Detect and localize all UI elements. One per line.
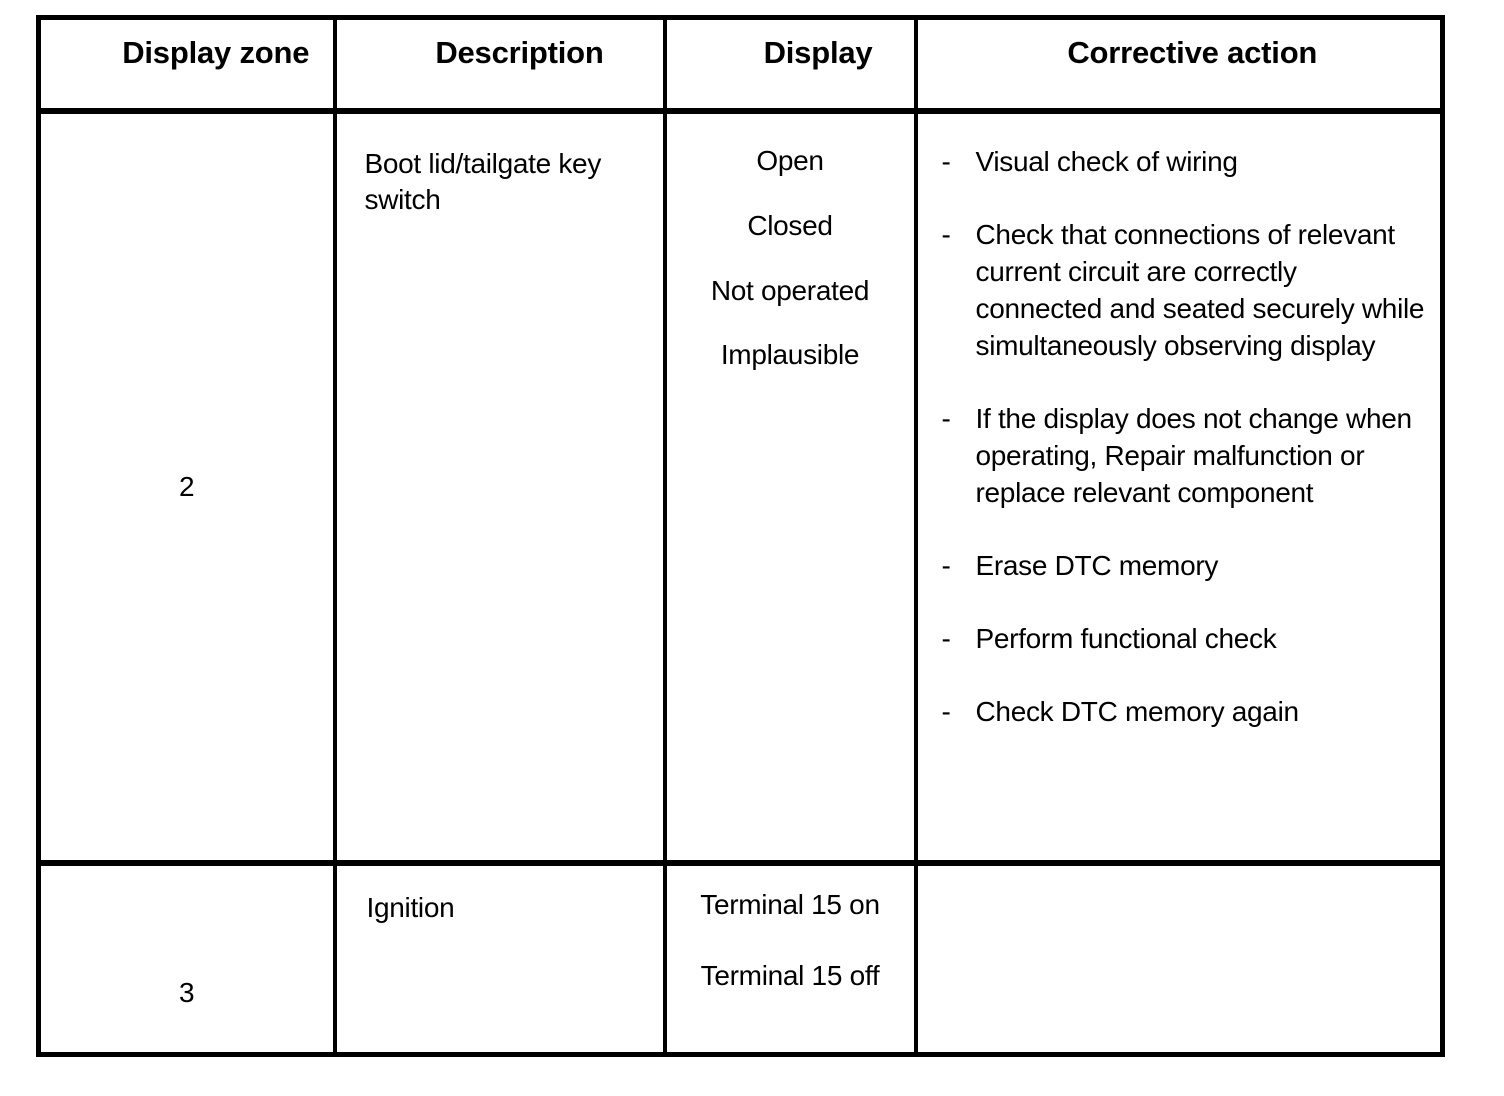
- bullet-dash-icon: -: [941, 146, 951, 177]
- display-value-item: Implausible: [720, 339, 860, 371]
- cell-corrective-action: [913, 863, 1445, 1055]
- corrective-action-item: - If the display does not change when op…: [942, 401, 1427, 512]
- display-value-list: Terminal 15 on Terminal 15 off: [667, 866, 914, 992]
- display-value-item: Terminal 15 off: [700, 959, 880, 991]
- column-header-description: Description: [332, 17, 667, 114]
- corrective-action-list: - Visual check of wiring - Check that co…: [918, 114, 1441, 730]
- corrective-action-list-empty: [918, 866, 1441, 906]
- spec-table-container: Display zone Description Display Correct…: [36, 15, 1445, 1057]
- cell-description: Boot lid/tailgate key switch: [332, 111, 667, 866]
- display-value-item: Closed: [747, 209, 833, 241]
- display-value-item: Open: [756, 145, 824, 176]
- corrective-action-item: - Check DTC memory again: [942, 694, 1427, 731]
- cell-display-zone: 3: [36, 863, 337, 1055]
- cell-display: Open Closed Not operated Implausible: [662, 111, 918, 866]
- corrective-action-item: - Check that connections of relevant cur…: [942, 217, 1427, 365]
- column-header-corrective-action: Corrective action: [913, 17, 1445, 114]
- cell-display: Terminal 15 on Terminal 15 off: [662, 863, 918, 1055]
- display-zone-value: 2: [178, 471, 195, 502]
- corrective-action-item: - Visual check of wiring: [942, 144, 1427, 181]
- display-value-item: Terminal 15 on: [700, 889, 880, 920]
- cell-corrective-action: - Visual check of wiring - Check that co…: [913, 111, 1445, 866]
- description-value: Ignition: [366, 892, 455, 923]
- corrective-action-text: Visual check of wiring: [975, 146, 1238, 177]
- corrective-action-text: If the display does not change when oper…: [975, 402, 1413, 508]
- cell-display-zone: 2: [36, 111, 337, 866]
- bullet-dash-icon: -: [941, 402, 951, 434]
- column-header-description-label: Description: [435, 35, 604, 70]
- display-value-item: Not operated: [710, 274, 870, 306]
- bullet-dash-icon: -: [941, 549, 951, 581]
- bullet-dash-icon: -: [941, 695, 951, 727]
- corrective-action-item: - Erase DTC memory: [942, 548, 1427, 585]
- column-header-display-zone: Display zone: [36, 17, 337, 114]
- description-value: Boot lid/tailgate key switch: [364, 148, 602, 215]
- bullet-dash-icon: -: [941, 218, 951, 250]
- cell-description: Ignition: [332, 863, 667, 1055]
- table-header-row: Display zone Description Display Correct…: [36, 17, 1445, 114]
- diagnostic-display-zone-table: Display zone Description Display Correct…: [36, 15, 1445, 1057]
- corrective-action-text: Perform functional check: [975, 622, 1277, 654]
- table-row: 3 Ignition Terminal 15 on Terminal 15 of…: [36, 863, 1445, 1055]
- column-header-display-label: Display: [763, 35, 873, 70]
- column-header-corrective-action-label: Corrective action: [1067, 35, 1318, 70]
- column-header-display-zone-label: Display zone: [122, 35, 310, 70]
- display-value-list: Open Closed Not operated Implausible: [667, 114, 914, 371]
- corrective-action-text: Check DTC memory again: [975, 695, 1300, 727]
- display-zone-value: 3: [178, 977, 195, 1008]
- corrective-action-text: Erase DTC memory: [975, 549, 1219, 581]
- column-header-display: Display: [662, 17, 918, 114]
- corrective-action-text: Check that connections of relevant curre…: [975, 218, 1425, 361]
- bullet-dash-icon: -: [941, 622, 951, 654]
- corrective-action-item: - Perform functional check: [942, 621, 1427, 658]
- table-row: 2 Boot lid/tailgate key switch Open Clos…: [36, 111, 1445, 866]
